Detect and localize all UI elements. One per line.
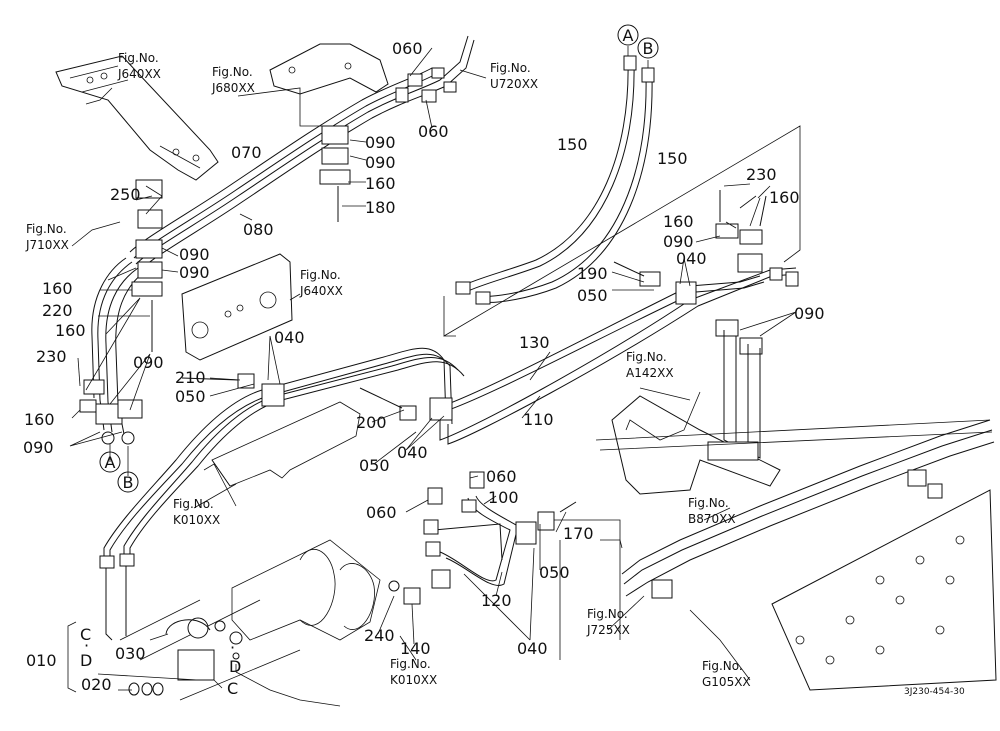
part-label: 090 bbox=[663, 232, 694, 251]
part-label: 040 bbox=[397, 443, 428, 462]
part-label: 170 bbox=[563, 524, 594, 543]
part-label: 060 bbox=[392, 39, 423, 58]
marker-label: B bbox=[643, 39, 654, 58]
part-label: 090 bbox=[179, 245, 210, 264]
fig-prefix: Fig.No. bbox=[688, 496, 729, 510]
fig-ref: J640XX bbox=[117, 67, 161, 81]
part-label: 200 bbox=[356, 413, 387, 432]
clamp-250-top bbox=[135, 179, 163, 199]
letter-c-callout: C bbox=[227, 679, 238, 698]
part-label: 090 bbox=[365, 153, 396, 172]
part-label: 090 bbox=[133, 353, 164, 372]
part-label: 090 bbox=[23, 438, 54, 457]
part-label: 120 bbox=[481, 591, 512, 610]
part-label: 050 bbox=[539, 563, 570, 582]
fig-ref: K010XX bbox=[173, 513, 220, 527]
part-label: 090 bbox=[179, 263, 210, 282]
bracket-j680 bbox=[269, 43, 389, 95]
part-label: 050 bbox=[175, 387, 206, 406]
part-label: 240 bbox=[364, 626, 395, 645]
fig-prefix: Fig.No. bbox=[26, 222, 67, 236]
fig-ref: J640XX bbox=[299, 284, 343, 298]
coupler-body bbox=[177, 649, 215, 681]
fig-prefix: Fig.No. bbox=[490, 61, 531, 75]
clamp-040-right bbox=[675, 281, 697, 305]
letter-d-callout: D bbox=[229, 657, 241, 676]
marker-label: B bbox=[123, 473, 134, 492]
part-label: 210 bbox=[175, 368, 206, 387]
part-label: 190 bbox=[577, 264, 608, 283]
part-label: 050 bbox=[577, 286, 608, 305]
part-label: 230 bbox=[36, 347, 67, 366]
fig-ref: B870XX bbox=[688, 512, 736, 526]
marker-label: A bbox=[105, 453, 116, 472]
circle-marker-b-left bbox=[117, 471, 139, 493]
letter-c: C bbox=[80, 625, 91, 644]
part-label: 040 bbox=[274, 328, 305, 347]
plate-j640-mid bbox=[181, 253, 293, 361]
part-number-labels: 060 060 070 090 090 160 180 080 250 090 … bbox=[23, 39, 825, 694]
fig-prefix: Fig.No. bbox=[390, 657, 431, 671]
part-label: 160 bbox=[769, 188, 800, 207]
part-label: 160 bbox=[42, 279, 73, 298]
part-label: 160 bbox=[24, 410, 55, 429]
figure-references: Fig.No. J640XX Fig.No. J680XX Fig.No. U7… bbox=[25, 51, 751, 689]
separator-dot: · bbox=[84, 636, 89, 655]
circle-marker-b-top bbox=[637, 37, 659, 59]
drawing-code: 3J230-454-30 bbox=[904, 687, 965, 697]
part-label: 100 bbox=[488, 488, 519, 507]
chassis-plate-g105 bbox=[771, 489, 997, 691]
part-label: 080 bbox=[243, 220, 274, 239]
part-label: 090 bbox=[365, 133, 396, 152]
part-label: 140 bbox=[400, 639, 431, 658]
part-label: 040 bbox=[676, 249, 707, 268]
separator-dot: · bbox=[230, 638, 235, 657]
fig-ref: J725XX bbox=[586, 623, 630, 637]
fig-prefix: Fig.No. bbox=[626, 350, 667, 364]
part-label: 020 bbox=[81, 675, 112, 694]
part-label: 050 bbox=[359, 456, 390, 475]
part-label: 060 bbox=[366, 503, 397, 522]
part-label: 060 bbox=[418, 122, 449, 141]
part-label: 010 bbox=[26, 651, 57, 670]
part-label: 220 bbox=[42, 301, 73, 320]
fig-ref: G105XX bbox=[702, 675, 751, 689]
part-label: 160 bbox=[365, 174, 396, 193]
part-label: 070 bbox=[231, 143, 262, 162]
circle-marker-a-left bbox=[99, 451, 121, 473]
part-label: 230 bbox=[746, 165, 777, 184]
fig-ref: U720XX bbox=[490, 77, 538, 91]
fig-ref: K010XX bbox=[390, 673, 437, 687]
fig-prefix: Fig.No. bbox=[587, 607, 628, 621]
part-label: 130 bbox=[519, 333, 550, 352]
letter-d: D bbox=[80, 651, 92, 670]
part-label: 090 bbox=[794, 304, 825, 323]
clamp-040-mid bbox=[429, 397, 453, 421]
circle-marker-a-top bbox=[617, 24, 639, 46]
marker-label: A bbox=[623, 26, 634, 45]
part-label: 030 bbox=[115, 644, 146, 663]
part-label: 060 bbox=[486, 467, 517, 486]
part-label: 160 bbox=[55, 321, 86, 340]
part-label: 040 bbox=[517, 639, 548, 658]
fig-ref: J680XX bbox=[211, 81, 255, 95]
clamp-040-left bbox=[261, 383, 285, 407]
part-label: 110 bbox=[523, 410, 554, 429]
part-label: 180 bbox=[365, 198, 396, 217]
fig-prefix: Fig.No. bbox=[212, 65, 253, 79]
clamp-090-top bbox=[321, 125, 349, 145]
fig-ref: J710XX bbox=[25, 238, 69, 252]
part-label: 150 bbox=[557, 135, 588, 154]
fig-prefix: Fig.No. bbox=[118, 51, 159, 65]
part-label: 160 bbox=[663, 212, 694, 231]
fig-prefix: Fig.No. bbox=[702, 659, 743, 673]
fig-ref: A142XX bbox=[626, 366, 674, 380]
part-label: 150 bbox=[657, 149, 688, 168]
part-label: 250 bbox=[110, 185, 141, 204]
bracket-j640-top bbox=[55, 55, 219, 181]
fig-prefix: Fig.No. bbox=[173, 497, 214, 511]
fig-prefix: Fig.No. bbox=[300, 268, 341, 282]
